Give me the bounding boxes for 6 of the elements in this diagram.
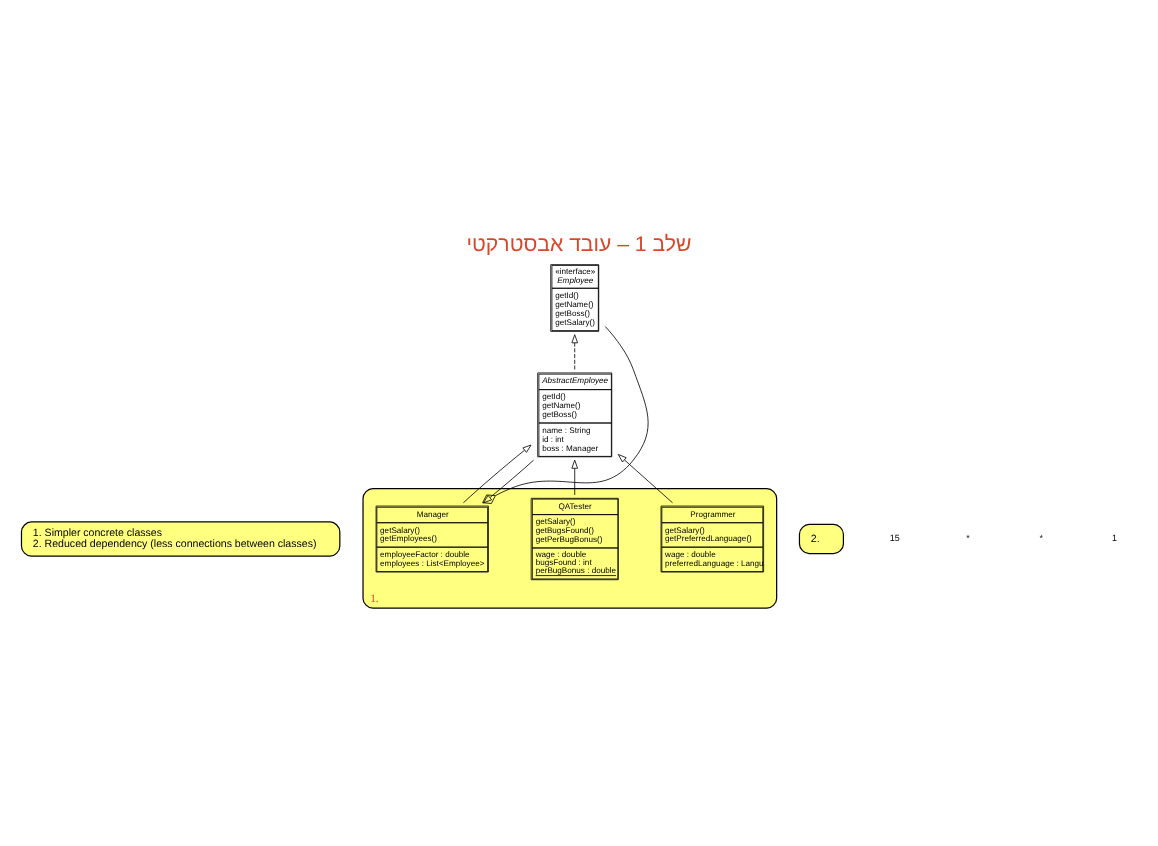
arrow (462, 444, 532, 504)
connector (482, 326, 649, 504)
arrow (571, 334, 578, 370)
diagram-title: שלב 1 – עובד אבסטרקטי (466, 233, 692, 258)
arrow (571, 459, 578, 496)
arrow (483, 459, 534, 504)
